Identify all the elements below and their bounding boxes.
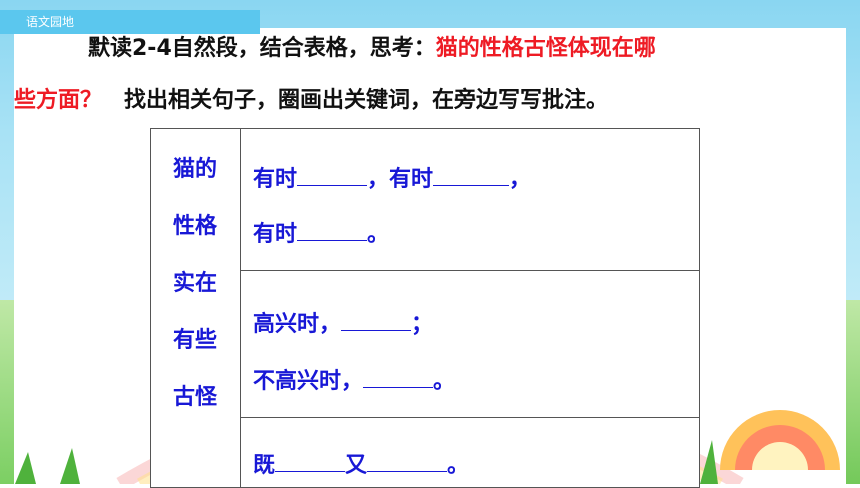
cell-text: ； [411,312,434,337]
instruction-task: 找出相关句子，圈画出关键词，在旁边写写批注。 [124,88,609,113]
cell-text: 又 [345,453,368,478]
fill-blank[interactable] [341,306,412,331]
row1-line2: 有时 。 [253,215,389,255]
row3-line1: 既 又 。 [253,446,469,486]
grass-tuft [15,440,718,484]
table-left-header: 猫的 性格 实在 有些 古怪 [150,148,240,433]
row2-line2: 不高兴时， 。 [253,362,455,402]
instruction-question: 猫的性格古怪体现在哪 [435,36,656,61]
cell-text: 高兴时， [253,312,342,337]
section-tab: 语文园地 [0,10,260,34]
carousel-decoration [720,410,840,470]
cell-text: 。 [447,453,470,478]
fill-blank[interactable] [433,161,510,186]
instruction-question-cont: 些方面？ [14,88,103,113]
cell-text: ，有时 [367,167,434,192]
cell-text: 有时 [253,167,298,192]
row2-line1: 高兴时， ； [253,305,433,345]
cell-text: ， [509,167,532,192]
left-header-line: 性格 [172,214,217,239]
cell-text: 不高兴时， [253,369,364,394]
table-row-divider [240,417,700,418]
fill-blank[interactable] [297,216,368,241]
cell-text: 。 [367,222,390,247]
table-row-divider [240,270,700,271]
fill-blank[interactable] [363,363,434,388]
cell-text: 有时 [253,222,298,247]
fill-blank[interactable] [275,447,346,472]
left-header-line: 有些 [172,328,217,353]
instruction-line-1: 默读2-4自然段，结合表格，思考：猫的性格古怪体现在哪 [14,32,846,66]
fill-blank[interactable] [367,447,448,472]
left-header-line: 猫的 [172,157,217,182]
row1-line1: 有时 ，有时 ， [253,160,531,200]
table-column-divider [240,128,241,488]
instruction-line-2: 些方面？ 找出相关句子，圈画出关键词，在旁边写写批注。 [14,84,846,118]
left-header-line: 古怪 [172,385,217,410]
cell-text: 既 [253,453,276,478]
cell-text: 。 [433,369,456,394]
instruction-text: 默读2-4自然段，结合表格，思考： [88,36,436,61]
fill-blank[interactable] [297,161,368,186]
character-table [150,128,700,488]
left-header-line: 实在 [172,271,217,296]
